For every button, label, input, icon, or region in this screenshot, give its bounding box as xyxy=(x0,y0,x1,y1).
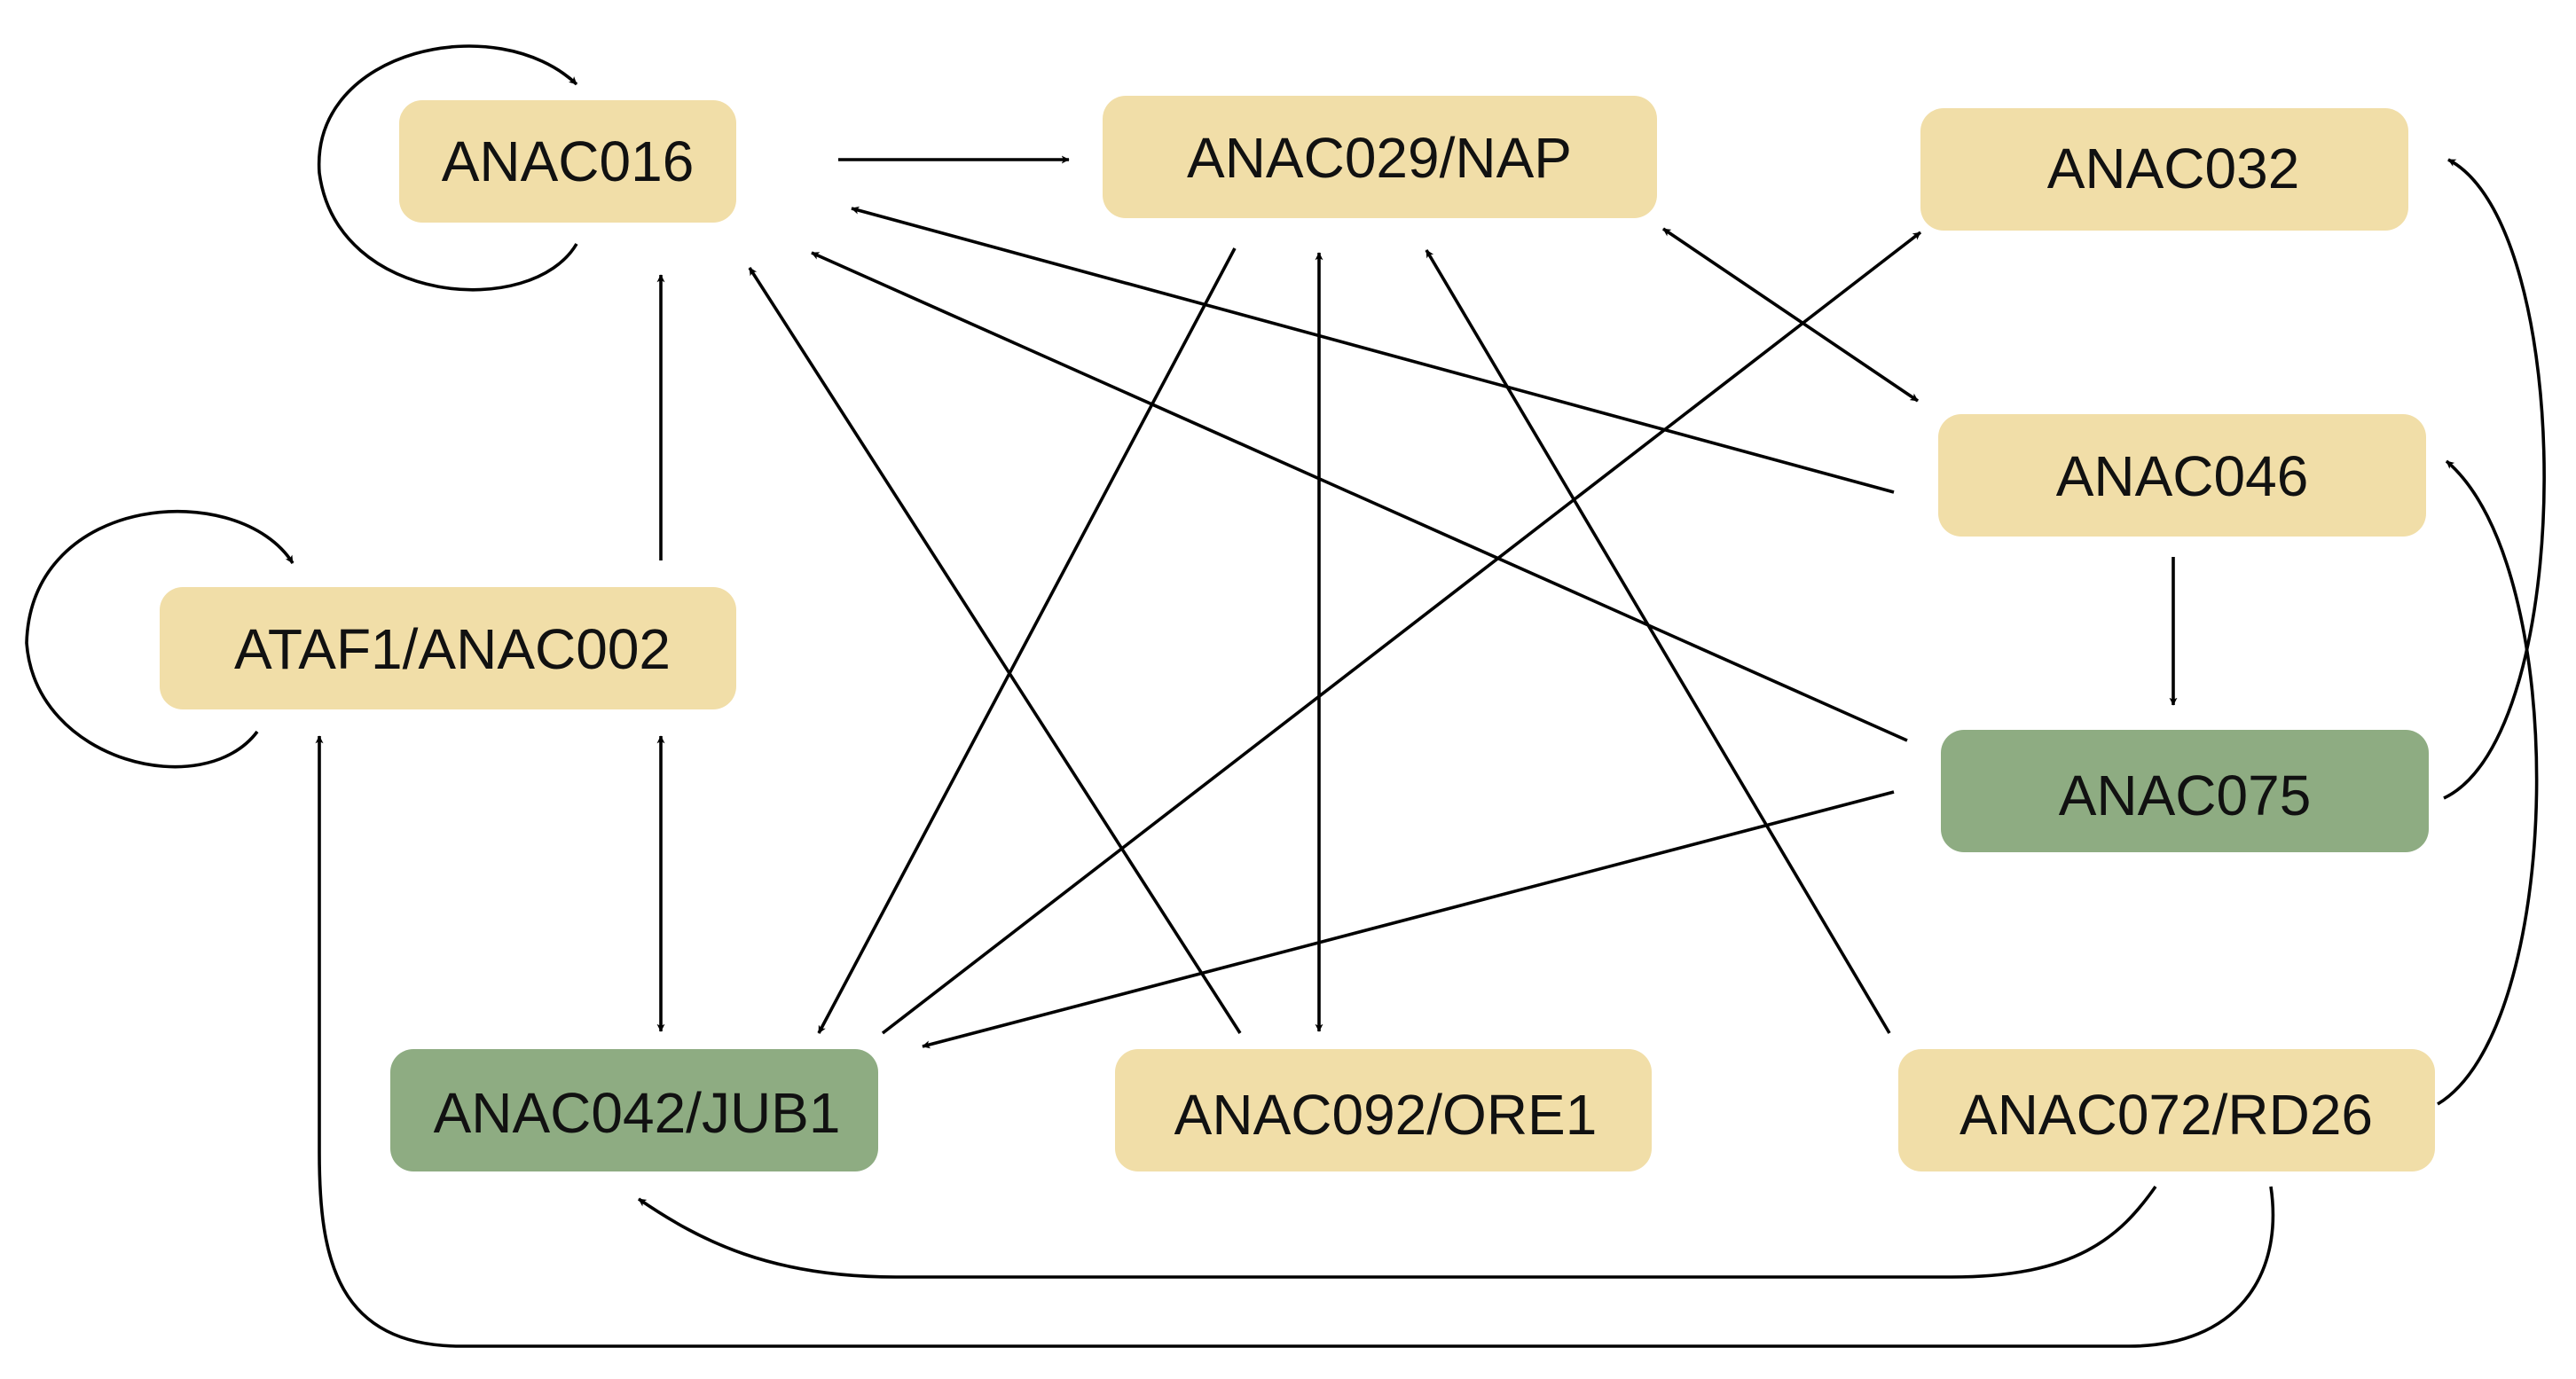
edge-anac075-to-anac042 xyxy=(922,790,1895,1049)
node-label: ANAC092/ORE1 xyxy=(1174,1083,1598,1147)
edge-anac072-to-anac042 xyxy=(637,1185,2157,1279)
edge-anac075-to-anac032 xyxy=(2443,158,2546,800)
node-label: ANAC072/RD26 xyxy=(1959,1083,2373,1147)
node-anac046[interactable]: ANAC046 xyxy=(1938,414,2426,537)
node-ataf1-anac002[interactable]: ATAF1/ANAC002 xyxy=(160,587,736,709)
node-label: ANAC042/JUB1 xyxy=(434,1081,841,1145)
edge-anac072-to-anac046 xyxy=(2437,459,2539,1106)
edge-anac072-to-ataf1 xyxy=(315,735,2275,1348)
edge-ataf1-self xyxy=(25,509,295,769)
node-anac032[interactable]: ANAC032 xyxy=(1920,108,2408,231)
node-box xyxy=(1941,730,2429,852)
edge-anac092-to-anac016 xyxy=(748,267,1242,1034)
node-box xyxy=(1103,96,1657,218)
node-box xyxy=(1898,1049,2435,1171)
node-box xyxy=(390,1049,878,1171)
node-box xyxy=(1115,1049,1652,1171)
node-label: ANAC029/NAP xyxy=(1187,126,1572,190)
node-anac092-ore1[interactable]: ANAC092/ORE1 xyxy=(1115,1049,1652,1171)
edge-anac029-anac046 xyxy=(1661,227,1920,403)
edge-anac072-to-anac029 xyxy=(1425,249,1891,1034)
edge-anac016-self xyxy=(318,44,578,292)
node-anac075[interactable]: ANAC075 xyxy=(1941,730,2429,852)
node-label: ANAC046 xyxy=(2056,444,2309,508)
edge-anac029-to-anac042 xyxy=(817,247,1237,1034)
node-label: ATAF1/ANAC002 xyxy=(234,617,671,681)
node-box xyxy=(1920,108,2408,231)
node-box xyxy=(160,587,736,709)
edge-anac046-to-anac016 xyxy=(851,206,1895,494)
node-label: ANAC032 xyxy=(2047,137,2300,200)
node-box xyxy=(1938,414,2426,537)
edge-anac042-to-anac032 xyxy=(881,231,1922,1035)
node-label: ANAC016 xyxy=(442,129,695,193)
node-anac029-nap[interactable]: ANAC029/NAP xyxy=(1103,96,1657,218)
edge-anac075-to-anac016 xyxy=(811,251,1908,742)
node-anac072-rd26[interactable]: ANAC072/RD26 xyxy=(1898,1049,2435,1171)
node-box xyxy=(399,100,736,223)
node-label: ANAC075 xyxy=(2059,764,2312,827)
edges xyxy=(25,44,2546,1348)
node-anac042-jub1[interactable]: ANAC042/JUB1 xyxy=(390,1049,878,1171)
node-anac016[interactable]: ANAC016 xyxy=(399,100,736,223)
